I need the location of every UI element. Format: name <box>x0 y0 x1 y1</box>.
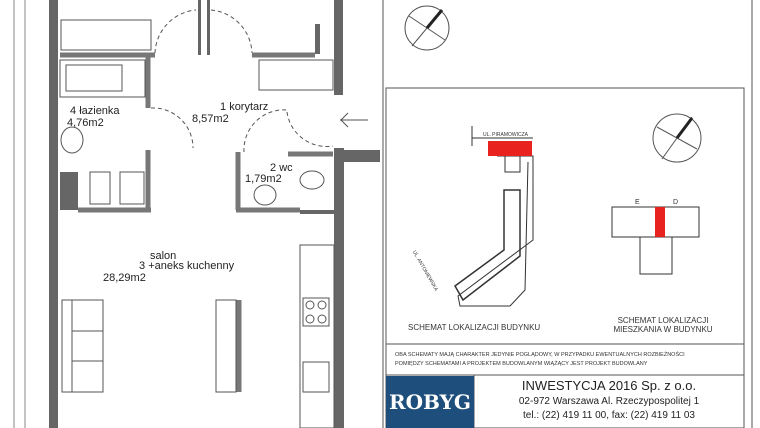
wardrobe <box>258 59 334 91</box>
robyg-logo: ROBYG <box>386 376 474 428</box>
room-label-wc: 2 wc <box>270 162 293 174</box>
disclaimer: POMIĘDZY SCHEMATAMI A PROJEKTEM BUDOWLAN… <box>395 361 648 367</box>
room-label-living: salon <box>150 250 177 262</box>
street-label: UL. PIRAMOWICZA <box>483 132 529 138</box>
section-label: E <box>635 199 640 206</box>
company-address: 02-972 Warszawa Al. Rzeczypospolitej 1 <box>518 396 700 407</box>
room-label-bathroom: 4 łazienka <box>70 105 120 117</box>
room-area-wc: 1,79m2 <box>245 173 282 185</box>
company-name: INWESTYCJA 2016 Sp. z o.o. <box>521 378 697 393</box>
sink <box>60 126 84 154</box>
company-contact: tel.: (22) 419 11 00, fax: (22) 419 11 0… <box>523 410 695 421</box>
apartment-highlight <box>655 207 665 237</box>
north-arrow-icon <box>404 5 450 51</box>
room-label-corridor: 1 korytarz <box>220 101 269 113</box>
room-area-living: 28,29m2 <box>103 272 146 284</box>
tv-unit <box>215 299 237 393</box>
building-highlight <box>488 141 532 156</box>
disclaimer: OBA SCHEMATY MAJĄ CHARAKTER JEDYNIE POGL… <box>395 352 685 358</box>
room-label-living-2: 3 +aneks kuchenny <box>139 260 235 272</box>
north-arrow-icon <box>652 113 702 163</box>
walls <box>49 0 380 428</box>
toilet <box>89 171 111 205</box>
sofa <box>61 299 104 393</box>
wardrobe <box>60 19 152 51</box>
building-schematic <box>454 126 534 307</box>
company-info: INWESTYCJA 2016 Sp. z o.o. 02-972 Warsza… <box>474 378 744 421</box>
kitchen-counter <box>299 244 335 428</box>
room-area-corridor: 8,57m2 <box>192 113 229 125</box>
washing-machine <box>119 171 145 205</box>
section-label: D <box>673 199 679 206</box>
sink <box>253 184 277 206</box>
kitchen-sink <box>302 361 330 393</box>
toilet <box>299 170 325 190</box>
room-area-bathroom: 4,76m2 <box>67 117 104 129</box>
building-caption: SCHEMAT LOKALIZACJI BUDYNKU <box>408 323 541 332</box>
